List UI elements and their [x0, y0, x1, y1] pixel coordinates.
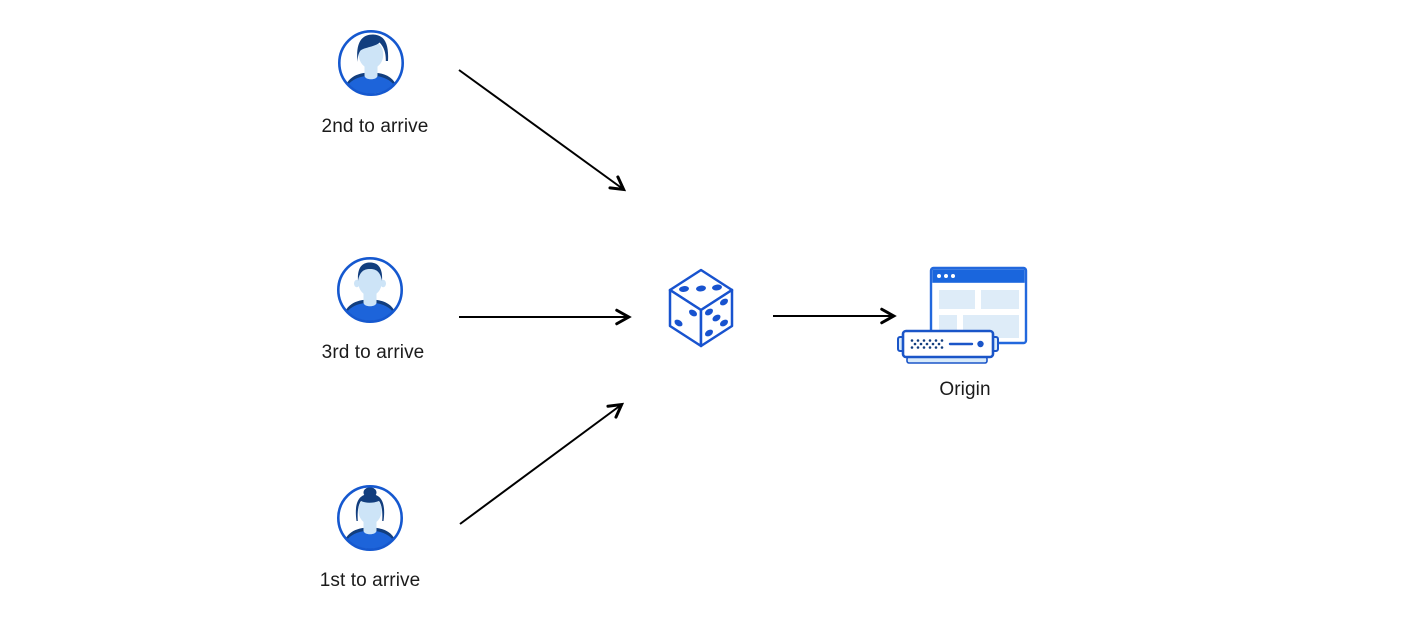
user-first-label: 1st to arrive	[319, 570, 421, 591]
browser-titlebar-dots	[937, 274, 955, 278]
user-second-label: 2nd to arrive	[321, 116, 429, 137]
female-user-avatar-icon	[336, 484, 404, 552]
server-body	[901, 329, 995, 359]
node-user-first	[336, 484, 404, 552]
avatar-face	[358, 496, 382, 525]
user-third-label: 3rd to arrive	[321, 342, 425, 363]
male-user-avatar-icon	[337, 29, 405, 97]
dice-icon	[668, 268, 734, 348]
avatar-ring	[336, 484, 404, 552]
server-appliance	[897, 329, 999, 364]
origin-server-browser-icon	[897, 266, 1028, 364]
avatar-ear	[380, 279, 386, 288]
avatar-face	[358, 268, 382, 296]
avatar-ring	[336, 256, 404, 324]
server-led	[977, 340, 984, 348]
avatar-hair	[357, 34, 389, 62]
node-user-second	[337, 29, 405, 97]
origin-label: Origin	[939, 379, 991, 400]
server-vents	[910, 339, 944, 349]
browser-content-panels	[939, 290, 1019, 338]
node-user-third	[336, 256, 404, 324]
avatar-ear	[354, 279, 360, 288]
avatar-hair	[355, 494, 385, 521]
arrow-user-first-to-dice	[459, 405, 621, 525]
avatar-hair	[357, 262, 383, 281]
node-dice	[668, 268, 734, 348]
male-short-hair-user-avatar-icon	[336, 256, 404, 324]
dice-pips	[674, 284, 729, 337]
node-origin	[896, 263, 1028, 367]
avatar-ring	[337, 29, 405, 97]
browser-titlebar	[932, 269, 1025, 283]
arrow-user-second-to-dice	[458, 69, 623, 189]
